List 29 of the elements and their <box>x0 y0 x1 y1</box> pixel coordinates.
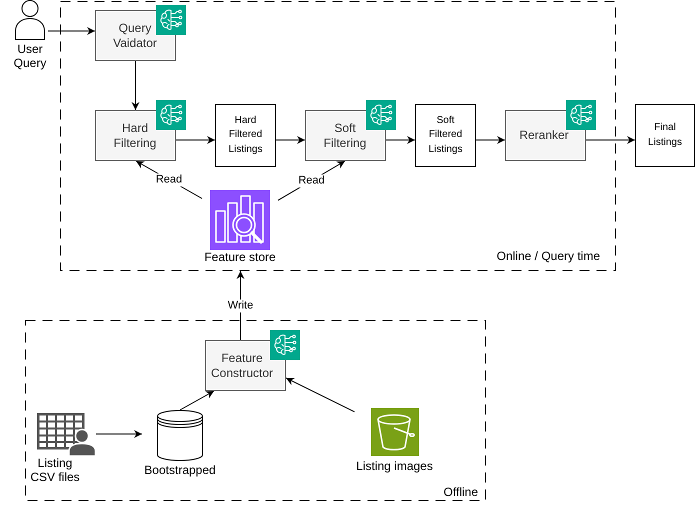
arrow <box>176 136 216 144</box>
arrow <box>180 390 214 410</box>
arrow <box>132 60 140 110</box>
process-box: Hard Filtering <box>95 110 176 161</box>
arrow <box>586 136 636 144</box>
icon-label: Bootstrapped <box>144 462 216 476</box>
process-box: Feature Constructor <box>205 340 286 391</box>
data-box: Hard Filtered Listings <box>215 104 276 167</box>
edge-label: Read <box>297 174 326 188</box>
data-box: Final Listings <box>635 104 695 167</box>
arrow <box>476 136 506 144</box>
arrow <box>276 136 306 144</box>
group-label: Offline <box>444 485 478 499</box>
icon-label: Listing CSV files <box>29 456 81 484</box>
arrow <box>386 136 416 144</box>
icon-label: Feature store <box>204 250 276 264</box>
dashed-group-box <box>60 1 616 271</box>
arrow <box>96 430 142 438</box>
process-box: Soft Filtering <box>305 110 386 161</box>
process-box: Reranker <box>505 110 586 161</box>
data-box: Soft Filtered Listings <box>415 104 476 167</box>
icon-label: User Query <box>12 42 48 70</box>
arrow <box>286 378 355 412</box>
group-label: Online / Query time <box>496 249 600 263</box>
edge-label: Read <box>154 173 184 186</box>
dashed-group-box <box>25 320 486 501</box>
arrow <box>48 27 96 35</box>
icon-label: Listing images <box>356 459 433 473</box>
edge-label: Write <box>226 299 254 312</box>
